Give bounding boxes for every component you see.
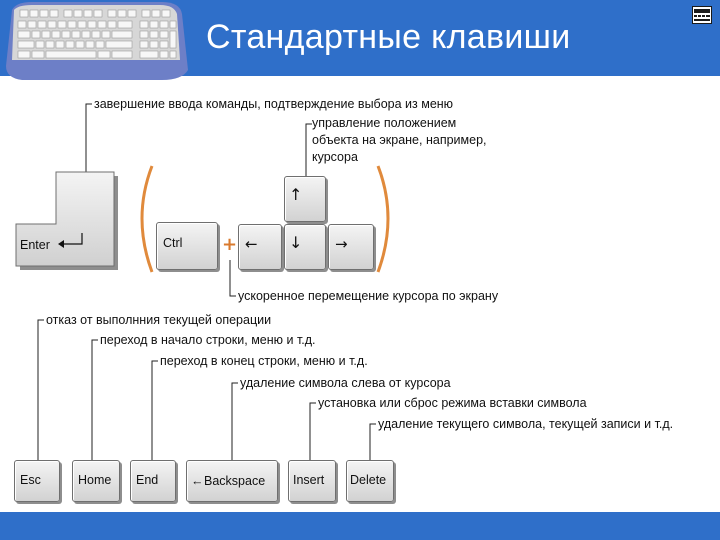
- enter-key-label: Enter: [20, 238, 50, 252]
- left-bracket: [140, 165, 154, 273]
- esc-description: отказ от выполнния текущей операции: [46, 313, 272, 327]
- arrows-description-line-1: управление положением: [312, 116, 457, 130]
- insert-description: установка или сброс режима вставки симво…: [318, 396, 587, 410]
- arrow-left-key[interactable]: ←: [238, 224, 282, 270]
- home-key[interactable]: Home: [72, 460, 120, 502]
- enter-key[interactable]: [12, 170, 124, 274]
- arrow-down-key[interactable]: ↓: [284, 224, 326, 270]
- home-description: переход в начало строки, меню и т.д.: [100, 333, 316, 347]
- insert-key-label: Insert: [293, 473, 325, 487]
- arrows-description-line-3: курсора: [312, 150, 358, 164]
- keyboard-small-icon: [692, 6, 712, 24]
- right-arrow-icon: →: [335, 235, 348, 253]
- delete-key[interactable]: Delete: [346, 460, 394, 502]
- arrow-up-key[interactable]: ↑: [284, 176, 326, 222]
- delete-description: удаление текущего символа, текущей запис…: [378, 417, 674, 431]
- insert-key[interactable]: Insert: [288, 460, 336, 502]
- down-arrow-icon: ↓: [289, 233, 303, 252]
- delete-key-label: Delete: [350, 473, 387, 487]
- arrows-description-line-2: объекта на экране, например,: [312, 133, 487, 147]
- arrow-right-key[interactable]: →: [328, 224, 374, 270]
- backspace-key-label: Backspace: [204, 474, 266, 488]
- enter-description: завершение ввода команды, подтверждение …: [94, 97, 454, 111]
- esc-key[interactable]: Esc: [14, 460, 60, 502]
- esc-key-label: Esc: [20, 473, 41, 487]
- ctrl-key[interactable]: Ctrl: [156, 222, 218, 270]
- keyboard-icon: [6, 2, 188, 80]
- slide-title: Стандартные клавиши: [206, 18, 571, 56]
- left-arrow-icon: ←: [245, 235, 258, 253]
- backspace-arrow-icon: ←: [191, 474, 204, 488]
- return-arrow-icon: [58, 233, 83, 248]
- header-bar: Стандартные клавиши: [0, 0, 720, 80]
- right-bracket: [376, 165, 390, 273]
- footer-bar: [0, 512, 720, 540]
- up-arrow-icon: ↑: [289, 185, 303, 204]
- backspace-key[interactable]: ← Backspace: [186, 460, 278, 502]
- home-key-label: Home: [78, 473, 112, 487]
- ctrl-description: ускоренное перемещение курсора по экрану: [238, 289, 499, 303]
- ctrl-key-label: Ctrl: [163, 236, 183, 250]
- end-key-label: End: [136, 473, 159, 487]
- end-key[interactable]: End: [130, 460, 176, 502]
- end-description: переход в конец строки, меню и т.д.: [160, 354, 368, 368]
- backspace-description: удаление символа слева от курсора: [240, 376, 451, 390]
- plus-sign: +: [222, 234, 238, 255]
